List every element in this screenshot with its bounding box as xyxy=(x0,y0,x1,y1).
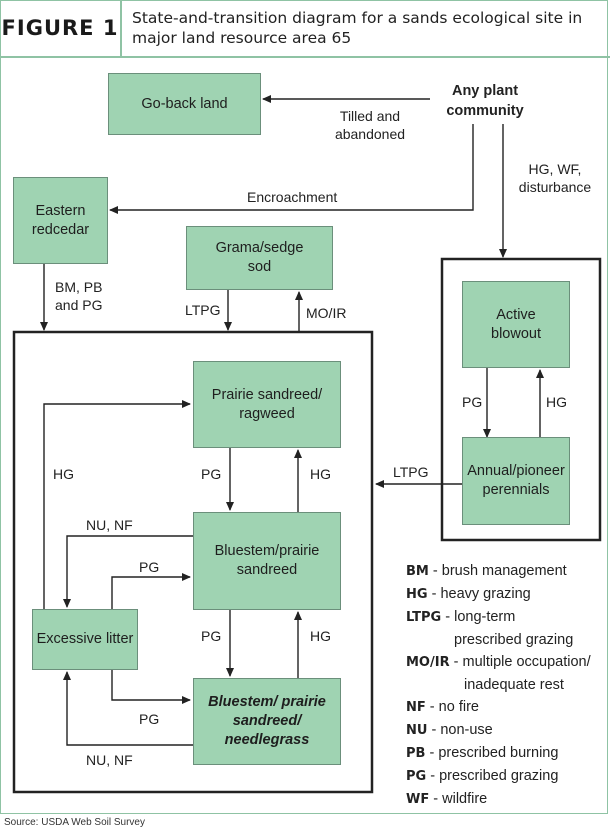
label-ltpg-grama: LTPG xyxy=(185,302,221,318)
legend-abbr: PB xyxy=(406,746,426,761)
label-tilled-abandoned: Tilled and abandoned xyxy=(334,108,406,142)
legend-separator: - xyxy=(449,654,463,670)
state-prairie-sandreed-ragweed: Prairie sandreed/ ragweed xyxy=(193,361,341,448)
legend-desc: non-use xyxy=(440,722,493,738)
legend-abbr: HG xyxy=(406,587,428,602)
legend-item: BM - brush management xyxy=(406,560,606,583)
arrow-needlegrass-to-litter xyxy=(63,671,193,746)
legend-separator: - xyxy=(425,699,439,715)
legend-item: PB - prescribed burning xyxy=(406,742,606,765)
legend-abbr: NU xyxy=(406,723,428,738)
label-mo-ir: MO/IR xyxy=(306,305,347,321)
source-note: Source: USDA Web Soil Survey xyxy=(4,817,145,828)
legend-desc: heavy grazing xyxy=(440,586,531,602)
arrow-litter-to-ragweed xyxy=(43,400,191,609)
legend-item: WF - wildfire xyxy=(406,788,606,811)
label-ltpg-annual: LTPG xyxy=(393,464,429,480)
legend-desc-continued: inadequate rest xyxy=(464,677,564,693)
arrow-encroachment xyxy=(109,124,474,214)
label-pg-bluestem-down: PG xyxy=(201,628,222,644)
legend-item: NU - non-use xyxy=(406,719,606,742)
label-pg-litter-to-bluestem: PG xyxy=(139,559,160,575)
legend-abbr: LTPG xyxy=(406,610,442,625)
legend-separator: - xyxy=(441,609,455,625)
blowout-state-container xyxy=(440,257,602,542)
state-eastern-redcedar: Eastern redcedar xyxy=(13,177,108,264)
label-encroachment: Encroachment xyxy=(247,189,338,205)
legend-desc: multiple occupation/ xyxy=(462,654,591,670)
label-pg-litter-to-needlegrass: PG xyxy=(139,711,160,727)
figure-title: State-and-transition diagram for a sands… xyxy=(132,9,583,47)
label-hg-blowout: HG xyxy=(546,394,567,410)
legend-desc: prescribed burning xyxy=(438,745,559,761)
state-bluestem-prairie-sandreed-needlegrass: Bluestem/ prairie sandreed/ needlegrass xyxy=(193,678,341,765)
legend-item: LTPG - long-term xyxy=(406,606,606,629)
label-hg-bluestem-up: HG xyxy=(310,628,331,644)
label-hg-ragweed-up: HG xyxy=(310,466,331,482)
legend-separator: - xyxy=(428,563,442,579)
state-annual-pioneer-perennials: Annual/pioneer perennials xyxy=(462,437,570,525)
legend-separator: - xyxy=(427,586,441,602)
legend-separator: - xyxy=(427,722,441,738)
state-bluestem-prairie-sandreed: Bluestem/prairie sandreed xyxy=(193,512,341,610)
figure-header: FIGURE 1 State-and-transition diagram fo… xyxy=(0,0,610,58)
legend-desc-continued: prescribed grazing xyxy=(454,632,574,648)
legend-abbr: WF xyxy=(406,792,430,807)
main-state-container xyxy=(12,330,374,794)
legend-desc: no fire xyxy=(438,699,479,715)
legend-item: HG - heavy grazing xyxy=(406,583,606,606)
figure-frame xyxy=(0,0,608,814)
label-pg-blowout: PG xyxy=(462,394,483,410)
legend-desc: brush management xyxy=(441,563,567,579)
label-nu-nf-bottom: NU, NF xyxy=(86,752,133,768)
legend-abbr: BM xyxy=(406,564,429,579)
legend-separator: - xyxy=(426,768,440,784)
figure-label: FIGURE 1 xyxy=(0,0,122,56)
legend-abbr: MO/IR xyxy=(406,655,450,670)
state-any-plant-community: Any plant community xyxy=(446,83,524,119)
label-hg-litter-to-ragweed: HG xyxy=(53,466,74,482)
state-go-back-land: Go-back land xyxy=(108,73,261,135)
state-active-blowout: Active blowout xyxy=(462,281,570,368)
legend-item: PG - prescribed grazing xyxy=(406,765,606,788)
legend-desc: long-term xyxy=(454,609,516,625)
legend-abbr: NF xyxy=(406,700,426,715)
arrow-bluestem-to-litter xyxy=(63,535,193,608)
legend-item: MO/IR - multiple occupation/ xyxy=(406,651,606,674)
label-bm-pb-pg: BM, PB and PG xyxy=(55,279,103,313)
legend-separator: - xyxy=(425,745,439,761)
legend-abbr: PG xyxy=(406,769,427,784)
arrow-litter-to-needlegrass xyxy=(111,670,191,704)
label-hg-wf-disturbance: HG, WF, disturbance xyxy=(518,161,592,195)
legend-desc: wildfire xyxy=(442,791,488,807)
arrow-litter-to-bluestem xyxy=(111,573,191,609)
legend-desc: prescribed grazing xyxy=(439,768,559,784)
label-nu-nf-top: NU, NF xyxy=(86,517,133,533)
legend-item: NF - no fire xyxy=(406,696,606,719)
label-pg-ragweed-down: PG xyxy=(201,466,222,482)
state-excessive-litter: Excessive litter xyxy=(32,609,138,670)
state-grama-sedge-sod: Grama/sedge sod xyxy=(186,226,333,290)
legend-separator: - xyxy=(429,791,443,807)
